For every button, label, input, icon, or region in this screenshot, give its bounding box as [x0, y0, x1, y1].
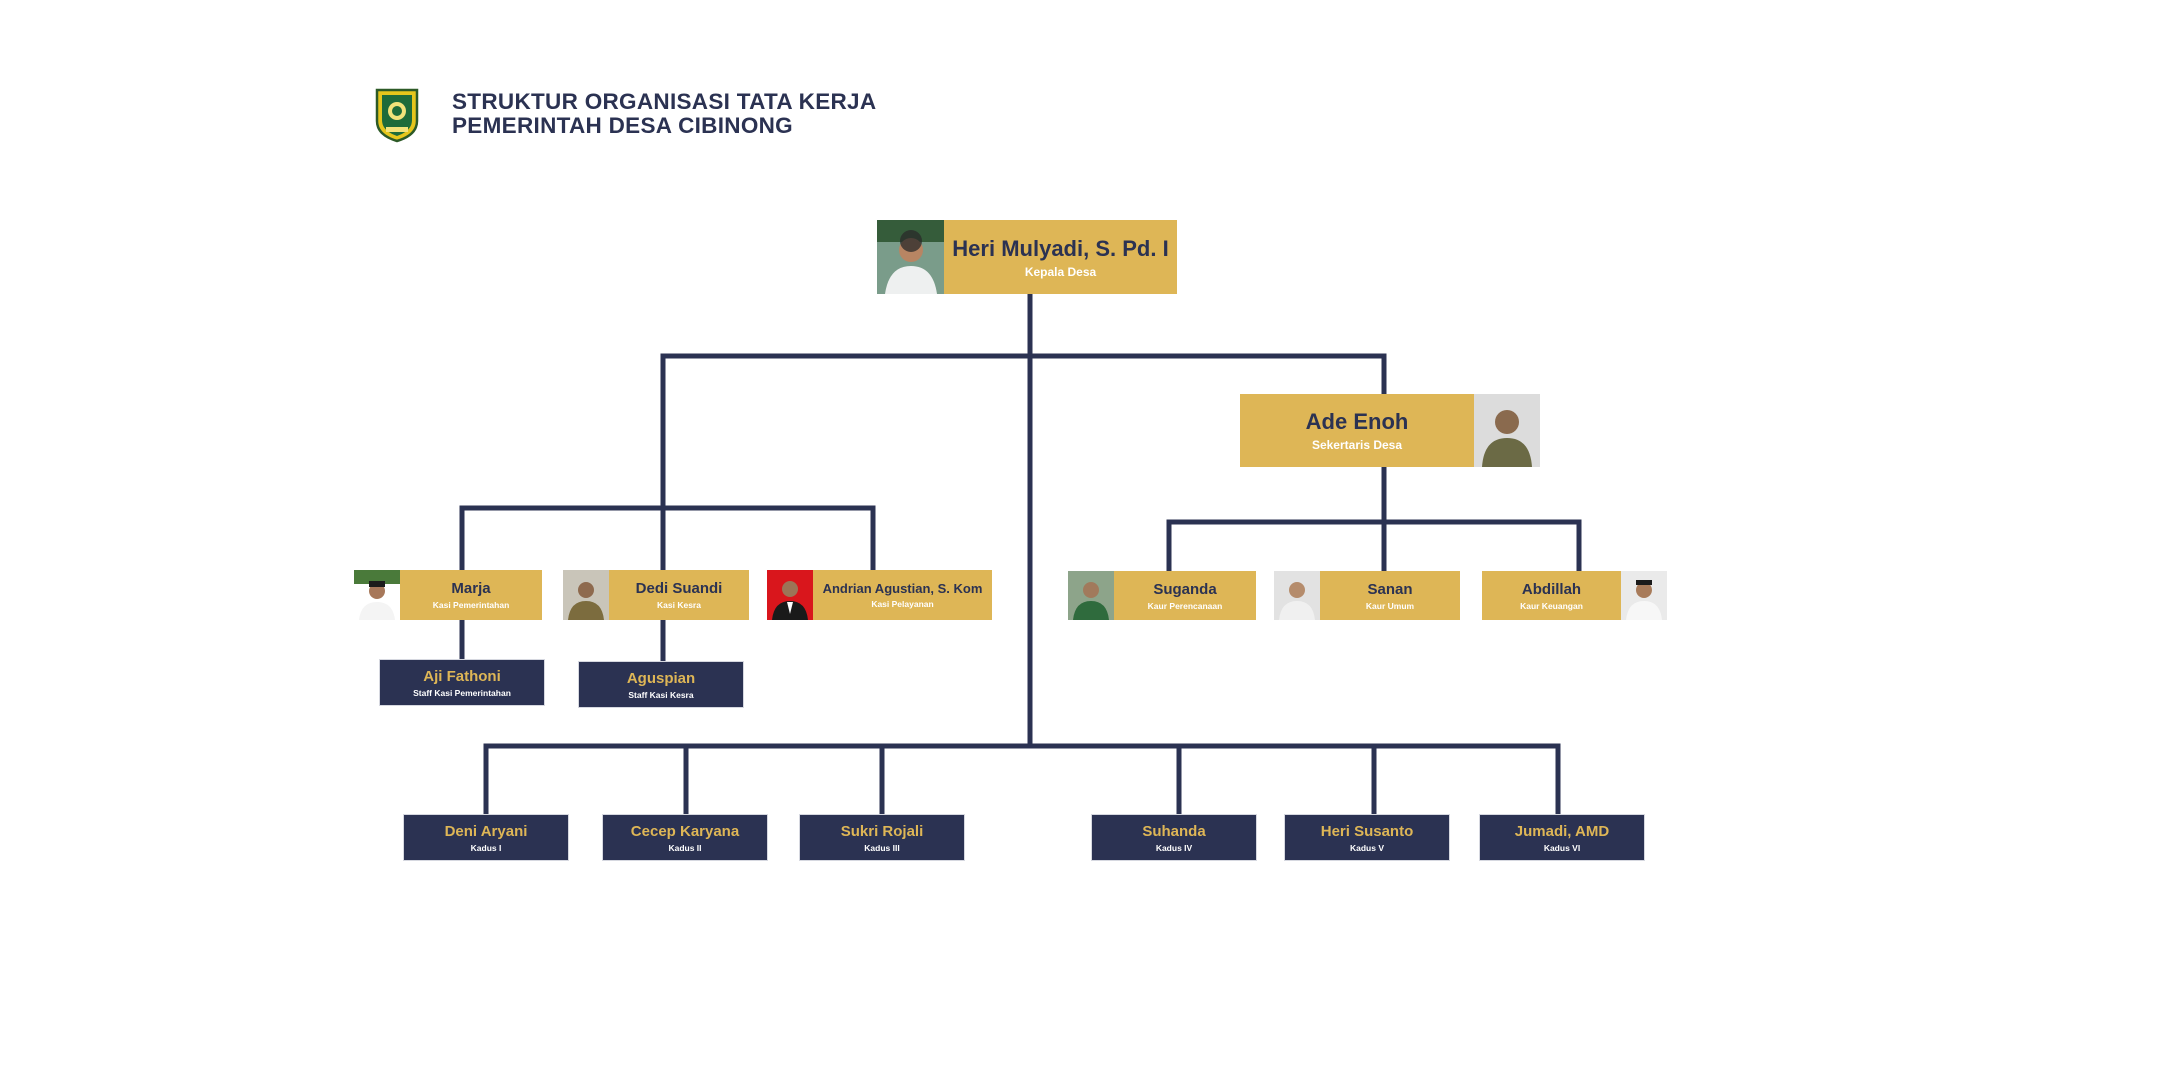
kaur-umum-role: Kaur Umum	[1365, 600, 1415, 611]
kadus-3-role: Kadus III	[864, 842, 900, 853]
staff-kasi-pemerintahan-role: Staff Kasi Pemerintahan	[413, 687, 511, 698]
kaur-keuangan-card: Abdillah Kaur Keuangan	[1482, 571, 1667, 620]
sekretaris-desa-role: Sekertaris Desa	[1311, 438, 1403, 452]
kasi-pemerintahan-card: Marja Kasi Pemerintahan	[354, 570, 542, 620]
kasi-pemerintahan-role: Kasi Pemerintahan	[432, 600, 510, 610]
kasi-kesra-label: Dedi Suandi Kasi Kesra	[609, 570, 749, 620]
staff-kasi-kesra-name: Aguspian	[626, 669, 696, 687]
kasi-pelayanan-card: Andrian Agustian, S. Kom Kasi Pelayanan	[767, 570, 992, 620]
kasi-pemerintahan-photo	[354, 570, 400, 620]
title-line-1: STRUKTUR ORGANISASI TATA KERJA	[452, 89, 877, 114]
kasi-pelayanan-role: Kasi Pelayanan	[871, 599, 934, 609]
staff-kasi-kesra-role: Staff Kasi Kesra	[628, 689, 694, 700]
staff-kasi-kesra-card: Aguspian Staff Kasi Kesra	[579, 662, 743, 707]
kadus-6-card: Jumadi, AMD Kadus VI	[1480, 815, 1644, 860]
kadus-4-role: Kadus IV	[1155, 842, 1193, 853]
kaur-perencanaan-photo	[1068, 571, 1114, 620]
kasi-kesra-role: Kasi Kesra	[657, 600, 701, 610]
kadus-5-name: Heri Susanto	[1320, 822, 1414, 840]
kaur-perencanaan-role: Kaur Perencanaan	[1147, 600, 1223, 611]
kepala-desa-role: Kepala Desa	[1024, 264, 1097, 279]
title-line-2: PEMERINTAH DESA CIBINONG	[452, 113, 793, 138]
kadus-4-name: Suhanda	[1142, 822, 1206, 840]
kasi-pelayanan-photo	[767, 570, 813, 620]
kaur-umum-label: Sanan Kaur Umum	[1320, 571, 1460, 620]
kasi-pemerintahan-name: Marja	[451, 580, 491, 597]
kaur-perencanaan-label: Suganda Kaur Perencanaan	[1114, 571, 1256, 620]
kasi-pelayanan-label: Andrian Agustian, S. Kom Kasi Pelayanan	[813, 570, 992, 620]
kasi-kesra-name: Dedi Suandi	[635, 580, 723, 597]
kadus-1-role: Kadus I	[470, 842, 502, 853]
kaur-perencanaan-card: Suganda Kaur Perencanaan	[1068, 571, 1256, 620]
kepala-desa-label: Heri Mulyadi, S. Pd. I Kepala Desa	[944, 220, 1177, 294]
kaur-umum-name: Sanan	[1367, 580, 1413, 598]
sekretaris-desa-photo	[1474, 394, 1540, 467]
kepala-desa-name: Heri Mulyadi, S. Pd. I	[952, 235, 1169, 261]
kaur-umum-card: Sanan Kaur Umum	[1274, 571, 1460, 620]
kadus-6-role: Kadus VI	[1543, 842, 1581, 853]
kadus-2-role: Kadus II	[668, 842, 702, 853]
sekretaris-desa-card: Ade Enoh Sekertaris Desa	[1240, 394, 1540, 467]
kasi-kesra-photo	[563, 570, 609, 620]
kadus-5-role: Kadus V	[1349, 842, 1384, 853]
kadus-2-name: Cecep Karyana	[630, 822, 740, 840]
kadus-1-card: Deni Aryani Kadus I	[404, 815, 568, 860]
kaur-keuangan-label: Abdillah Kaur Keuangan	[1482, 571, 1621, 620]
kaur-perencanaan-name: Suganda	[1153, 580, 1217, 598]
kadus-6-name: Jumadi, AMD	[1514, 822, 1610, 840]
staff-kasi-pemerintahan-card: Aji Fathoni Staff Kasi Pemerintahan	[380, 660, 544, 705]
kadus-3-card: Sukri Rojali Kadus III	[800, 815, 964, 860]
kaur-keuangan-photo	[1621, 571, 1667, 620]
kepala-desa-photo	[877, 220, 944, 294]
kaur-umum-photo	[1274, 571, 1320, 620]
sekretaris-desa-name: Ade Enoh	[1305, 409, 1409, 434]
kasi-kesra-card: Dedi Suandi Kasi Kesra	[563, 570, 749, 620]
kaur-keuangan-name: Abdillah	[1521, 580, 1582, 598]
kadus-5-card: Heri Susanto Kadus V	[1285, 815, 1449, 860]
kaur-keuangan-role: Kaur Keuangan	[1520, 600, 1583, 611]
sekretaris-desa-label: Ade Enoh Sekertaris Desa	[1240, 394, 1474, 467]
kadus-4-card: Suhanda Kadus IV	[1092, 815, 1256, 860]
kasi-pelayanan-name: Andrian Agustian, S. Kom	[822, 581, 983, 596]
staff-kasi-pemerintahan-name: Aji Fathoni	[423, 667, 501, 685]
kadus-1-name: Deni Aryani	[444, 822, 528, 840]
kabupaten-emblem-logo	[374, 87, 420, 143]
kasi-pemerintahan-label: Marja Kasi Pemerintahan	[400, 570, 542, 620]
page-title: STRUKTUR ORGANISASI TATA KERJA PEMERINTA…	[452, 90, 876, 138]
kadus-2-card: Cecep Karyana Kadus II	[603, 815, 767, 860]
kadus-3-name: Sukri Rojali	[840, 822, 924, 840]
kepala-desa-card: Heri Mulyadi, S. Pd. I Kepala Desa	[877, 220, 1177, 294]
